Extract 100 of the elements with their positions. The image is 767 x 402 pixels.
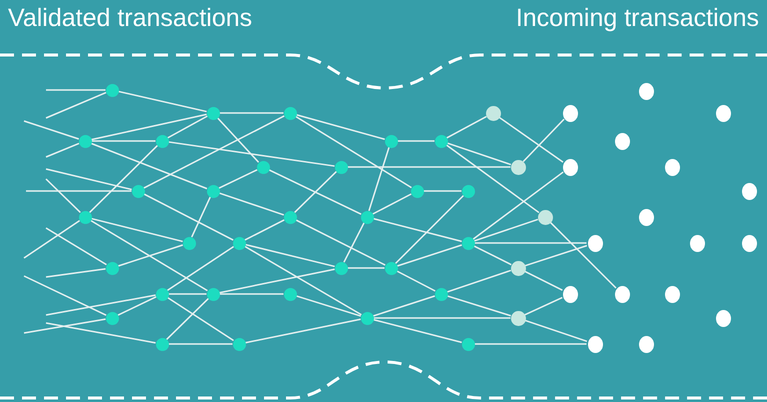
validated-node (132, 184, 144, 198)
connector-line (368, 146, 390, 212)
validated-node (410, 184, 424, 198)
connector-line (446, 142, 512, 166)
free-connector (24, 275, 106, 316)
validated-node (434, 288, 448, 300)
free-connector (24, 120, 80, 140)
connector-line (245, 318, 361, 344)
validated-node (156, 134, 168, 148)
incoming-node (614, 286, 630, 302)
connector-line (118, 296, 156, 316)
connector-line (398, 140, 434, 142)
validated-node (232, 338, 246, 350)
connector-line (167, 296, 234, 342)
connector-line (168, 141, 335, 167)
validated-node (384, 134, 398, 148)
connector-line (268, 169, 362, 215)
connector-line (166, 298, 209, 340)
validated-node (462, 338, 474, 350)
validated-node (256, 160, 270, 174)
section-heading: Incoming transactions (516, 4, 759, 33)
incoming-node (664, 158, 680, 176)
connector-line (191, 196, 211, 238)
incoming-node (638, 336, 654, 352)
validated-node (434, 134, 448, 148)
connector-line (374, 317, 510, 319)
connector-line (524, 244, 588, 266)
connector-line (472, 171, 564, 240)
validated-node (462, 184, 474, 198)
connector-line (373, 218, 462, 242)
connector-line (372, 193, 412, 215)
validated-node (206, 184, 220, 198)
validated-node (360, 210, 374, 224)
connector-line (522, 118, 565, 162)
connector-line (244, 246, 362, 316)
validated-node (106, 312, 118, 324)
section-heading: Validated transactions (8, 4, 252, 33)
validated-node (106, 84, 118, 96)
pending-node (510, 260, 526, 276)
connector-line (395, 195, 464, 264)
incoming-node (638, 208, 654, 226)
connector-line (92, 140, 156, 142)
incoming-node (716, 310, 730, 326)
connector-line (372, 295, 436, 317)
connector-line (295, 116, 412, 188)
connector-line (524, 296, 563, 316)
validated-node (334, 262, 348, 274)
incoming-node (562, 158, 578, 176)
connector-line (218, 192, 284, 216)
connector-line (473, 245, 512, 266)
connector-line (474, 218, 538, 242)
connector-line (91, 218, 183, 242)
pending-node (510, 310, 526, 326)
incoming-node (690, 234, 704, 252)
validated-node (78, 210, 92, 224)
validated-node (462, 236, 474, 250)
free-connector (46, 268, 106, 278)
connector-line (348, 166, 510, 168)
incoming-node (588, 336, 602, 352)
connector-line (90, 142, 208, 190)
connector-line (474, 242, 586, 244)
validated-node (360, 312, 374, 324)
validated-node (284, 106, 296, 120)
pending-node (510, 160, 526, 174)
connector-line (168, 343, 232, 345)
free-connector (46, 92, 106, 119)
connector-line (89, 145, 158, 213)
validated-node (156, 288, 168, 300)
validated-node (106, 262, 118, 274)
incoming-node (716, 104, 730, 122)
validated-node (232, 236, 246, 250)
connector-line (296, 295, 362, 317)
connector-line (446, 116, 487, 139)
incoming-node (742, 234, 756, 252)
connector-line (474, 343, 586, 345)
connector-line (220, 112, 284, 114)
free-connector (46, 142, 80, 158)
free-connector (24, 220, 80, 259)
connector-line (167, 246, 234, 292)
free-connector (46, 227, 107, 266)
validated-node (206, 106, 220, 120)
incoming-node (614, 132, 630, 150)
validated-node (284, 288, 296, 300)
connector-line (498, 116, 564, 163)
connector-line (348, 267, 384, 269)
connector-line (396, 244, 462, 267)
connector-line (446, 295, 512, 316)
free-connector (46, 322, 156, 344)
connector-line (219, 268, 335, 294)
connector-line (524, 320, 588, 342)
connector-line (143, 115, 285, 189)
connector-line (90, 220, 208, 292)
free-connector (24, 318, 106, 334)
connector-line (446, 270, 512, 293)
connector-line (424, 190, 462, 192)
validated-node (206, 288, 220, 300)
validated-node (334, 160, 348, 174)
incoming-node (664, 286, 680, 302)
connector-line (218, 169, 258, 189)
connector-line (220, 293, 284, 295)
